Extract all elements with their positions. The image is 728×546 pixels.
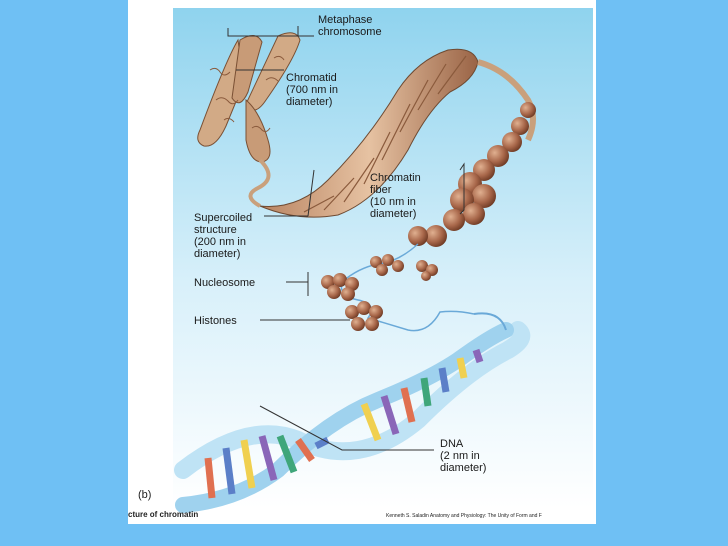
label-nucleosome: Nucleosome xyxy=(194,277,256,289)
figure-caption: cture of chromatin xyxy=(128,510,199,519)
label-supercoiled-structure: Supercoiled structure (200 nm in diamete… xyxy=(194,212,253,260)
figure-credit: Kenneth S. Saladin Anatomy and Physiolog… xyxy=(386,513,542,519)
label-histones: Histones xyxy=(194,315,237,327)
chromatin-illustration xyxy=(173,8,593,513)
label-chromatin-fiber: Chromatin fiber (10 nm in diameter) xyxy=(370,172,421,220)
panel-letter: (b) xyxy=(138,489,152,501)
supercoiled-structure xyxy=(259,48,536,218)
dna-double-helix xyxy=(174,312,531,513)
leader-lines xyxy=(227,26,465,451)
nucleosome-cluster-1 xyxy=(321,273,359,301)
nucleosome-cluster-2 xyxy=(370,254,404,276)
label-dna: DNA (2 nm in diameter) xyxy=(440,438,487,474)
label-chromatid: Chromatid (700 nm in diameter) xyxy=(286,72,338,108)
label-metaphase-chromosome: Metaphase chromosome xyxy=(318,14,382,38)
metaphase-chromosome xyxy=(197,32,301,208)
histone-cluster xyxy=(345,301,383,331)
nucleosome-cluster-3 xyxy=(416,260,438,281)
figure-slide: Metaphase chromosome Chromatid (700 nm i… xyxy=(128,0,596,524)
